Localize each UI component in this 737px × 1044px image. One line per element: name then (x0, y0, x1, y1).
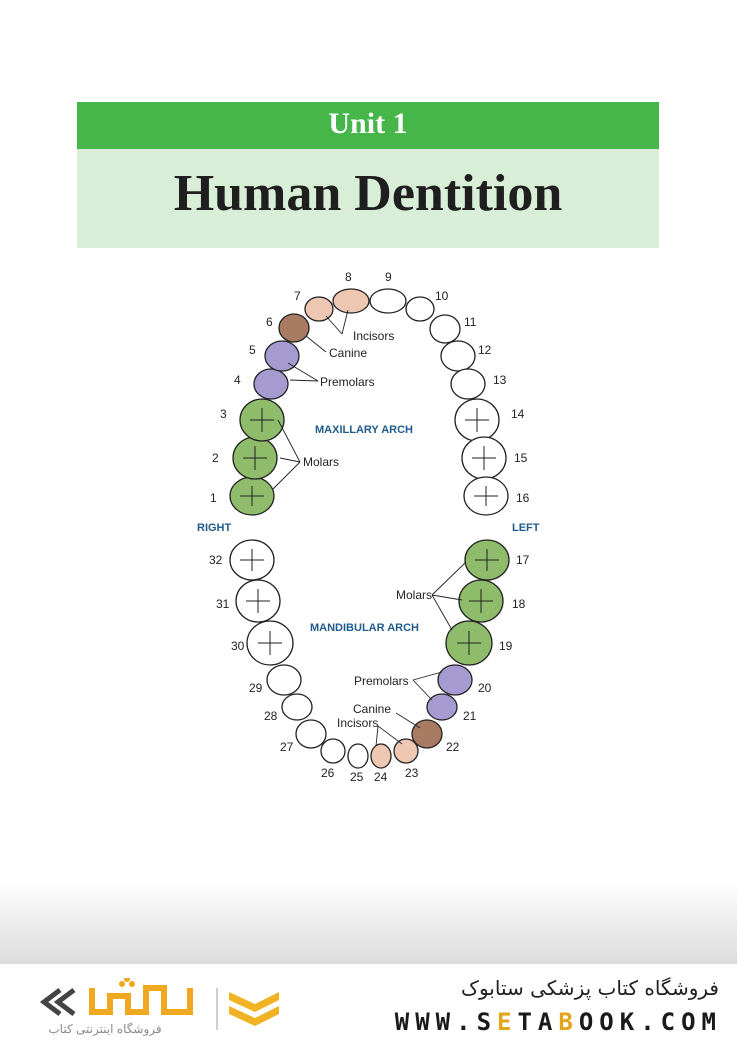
logo-subtitle: فروشگاه اینترنتی کتاب (48, 1022, 162, 1036)
url-part-3: TA (517, 1008, 559, 1036)
label-premolars-upper: Premolars (320, 375, 375, 389)
number-13: 13 (493, 373, 507, 387)
number-25: 25 (350, 770, 364, 784)
page-title: Human Dentition (77, 149, 659, 248)
number-3: 3 (220, 407, 227, 421)
mandibular-arch-label: MANDIBULAR ARCH (310, 622, 419, 634)
label-canine-lower: Canine (353, 702, 391, 716)
number-16: 16 (516, 491, 530, 505)
number-26: 26 (321, 766, 335, 780)
tooth-6 (278, 313, 310, 343)
number-19: 19 (499, 639, 513, 653)
number-27: 27 (280, 740, 294, 754)
unit-heading: Unit 1 (77, 102, 659, 149)
number-9: 9 (385, 270, 392, 284)
number-29: 29 (249, 681, 263, 695)
tooth-12 (440, 340, 476, 372)
number-2: 2 (212, 451, 219, 465)
label-premolars-lower: Premolars (354, 674, 409, 688)
number-23: 23 (405, 766, 419, 780)
left-label: LEFT (512, 522, 540, 534)
number-7: 7 (294, 289, 301, 303)
number-11: 11 (464, 315, 477, 329)
number-21: 21 (463, 709, 477, 723)
number-22: 22 (446, 740, 460, 754)
tooth-4 (253, 368, 289, 400)
number-10: 10 (435, 289, 449, 303)
label-incisors-upper: Incisors (353, 329, 394, 343)
tooth-5 (264, 340, 300, 372)
number-30: 30 (231, 639, 245, 653)
number-4: 4 (234, 373, 241, 387)
tooth-8 (332, 288, 370, 314)
label-molars-lower: Molars (396, 588, 432, 602)
number-8: 8 (345, 270, 352, 284)
number-17: 17 (516, 553, 530, 567)
number-32: 32 (209, 553, 223, 567)
tooth-11 (429, 314, 461, 344)
url-part-2: E (497, 1008, 518, 1036)
number-14: 14 (511, 407, 525, 421)
label-molars-upper: Molars (303, 455, 339, 469)
setabook-logo[interactable] (30, 976, 210, 1034)
lower-arch (229, 539, 510, 769)
number-28: 28 (264, 709, 278, 723)
number-31: 31 (216, 597, 230, 611)
url-part-5: OOK.COM (578, 1008, 722, 1036)
tooth-10 (405, 296, 435, 322)
number-12: 12 (478, 343, 492, 357)
number-6: 6 (266, 315, 273, 329)
tooth-25 (347, 743, 369, 769)
shop-url-link[interactable]: WWW.SETABOOK.COM (395, 1008, 722, 1036)
tooth-28 (281, 693, 313, 721)
label-canine-upper: Canine (329, 346, 367, 360)
number-1: 1 (210, 491, 217, 505)
maxillary-arch-label: MAXILLARY ARCH (315, 424, 413, 436)
shop-name: فروشگاه کتاب پزشکی ستابوک (461, 976, 719, 1000)
tooth-24 (370, 743, 392, 769)
tooth-29 (266, 664, 302, 696)
tooth-numbers: 1 2 3 4 5 6 7 8 9 10 11 12 13 14 15 16 1… (209, 270, 530, 784)
number-15: 15 (514, 451, 528, 465)
url-part-1: WWW.S (394, 1008, 498, 1036)
tooth-26 (320, 738, 346, 764)
tooth-21 (426, 693, 458, 721)
logo-mark-icon (39, 976, 193, 1016)
footer: فروشگاه اینترنتی کتاب فروشگاه کتاب پزشکی… (0, 964, 737, 1044)
book-stack-icon (215, 982, 285, 1034)
tooth-13 (450, 368, 486, 400)
number-20: 20 (478, 681, 492, 695)
tooth-27 (295, 719, 327, 749)
tooth-7 (304, 296, 334, 322)
footer-fade (0, 880, 737, 964)
upper-arch (229, 288, 509, 516)
number-5: 5 (249, 343, 256, 357)
number-18: 18 (512, 597, 526, 611)
label-incisors-lower: Incisors (337, 716, 378, 730)
right-label: RIGHT (197, 522, 232, 534)
fissure-lines (240, 408, 499, 655)
dentition-diagram: Incisors Canine Premolars Molars Molars … (185, 262, 565, 792)
tooth-22 (411, 719, 443, 749)
tooth-23 (393, 738, 419, 764)
tooth-9 (369, 288, 407, 314)
tooth-20 (437, 664, 473, 696)
url-part-4: B (558, 1008, 579, 1036)
leader-lines (271, 309, 467, 747)
number-24: 24 (374, 770, 388, 784)
